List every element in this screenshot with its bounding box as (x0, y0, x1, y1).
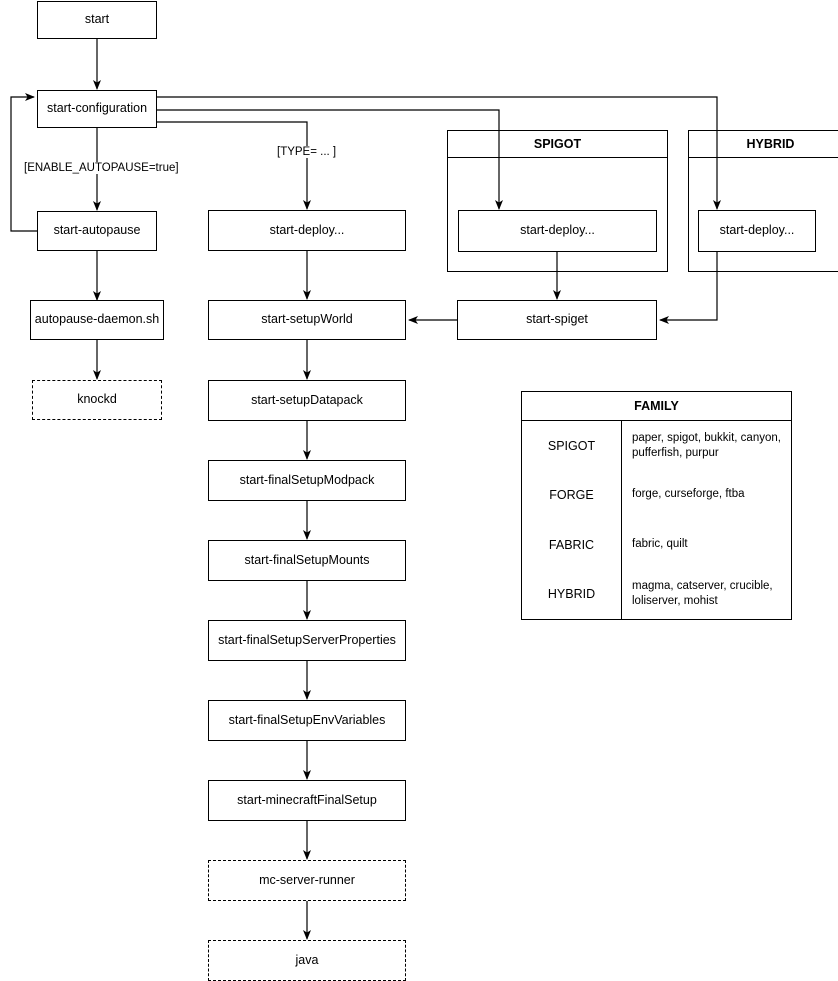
node-start-spiget[interactable]: start-spiget (457, 300, 657, 340)
family-value-fabric: fabric, quilt (632, 538, 688, 551)
node-start-configuration[interactable]: start-configuration (37, 90, 157, 128)
node-start-finalsetupmodpack[interactable]: start-finalSetupModpack (208, 460, 406, 501)
family-key-forge: FORGE (522, 470, 622, 520)
node-mc-server-runner[interactable]: mc-server-runner (208, 860, 406, 901)
node-start-minecraftfinalsetup[interactable]: start-minecraftFinalSetup (208, 780, 406, 821)
node-start-setupworld[interactable]: start-setupWorld (208, 300, 406, 340)
node-start-finalsetupmounts[interactable]: start-finalSetupMounts (208, 540, 406, 581)
family-row-spigot: SPIGOT paper, spigot, bukkit, canyon, pu… (522, 420, 791, 471)
node-start-setupdatapack[interactable]: start-setupDatapack (208, 380, 406, 421)
node-start[interactable]: start (37, 1, 157, 39)
node-start-deploy-main[interactable]: start-deploy... (208, 210, 406, 251)
family-table-body: SPIGOT paper, spigot, bukkit, canyon, pu… (522, 420, 791, 619)
group-hybrid-title: HYBRID (689, 131, 838, 158)
node-start-finalsetupserverproperties[interactable]: start-finalSetupServerProperties (208, 620, 406, 661)
node-start-deploy-spigot[interactable]: start-deploy... (458, 210, 657, 252)
family-row-fabric: FABRIC fabric, quilt (522, 519, 791, 570)
family-value-spigot: paper, spigot, bukkit, canyon, pufferfis… (632, 431, 781, 459)
family-key-hybrid: HYBRID (522, 569, 622, 619)
node-autopause-daemon[interactable]: autopause-daemon.sh (30, 300, 164, 340)
node-knockd[interactable]: knockd (32, 380, 162, 420)
family-row-hybrid: HYBRID magma, catserver, crucible, lolis… (522, 569, 791, 619)
family-row-forge: FORGE forge, curseforge, ftba (522, 470, 791, 520)
edge-label-enable-autopause: [ENABLE_AUTOPAUSE=true] (22, 162, 181, 174)
family-table-title: FAMILY (522, 392, 791, 421)
family-key-spigot: SPIGOT (522, 420, 622, 471)
family-key-fabric: FABRIC (522, 519, 622, 570)
family-value-hybrid: magma, catserver, crucible, loliserver, … (632, 580, 773, 608)
group-spigot-title: SPIGOT (448, 131, 667, 158)
edge-label-type: [TYPE= ... ] (275, 146, 339, 158)
node-start-finalsetupenvvariables[interactable]: start-finalSetupEnvVariables (208, 700, 406, 741)
node-start-autopause[interactable]: start-autopause (37, 211, 157, 251)
family-legend: FAMILY SPIGOT paper, spigot, bukkit, can… (521, 391, 792, 620)
family-table: FAMILY SPIGOT paper, spigot, bukkit, can… (522, 392, 791, 619)
node-java[interactable]: java (208, 940, 406, 981)
node-start-deploy-hybrid[interactable]: start-deploy... (698, 210, 816, 252)
family-value-forge: forge, curseforge, ftba (632, 488, 745, 501)
